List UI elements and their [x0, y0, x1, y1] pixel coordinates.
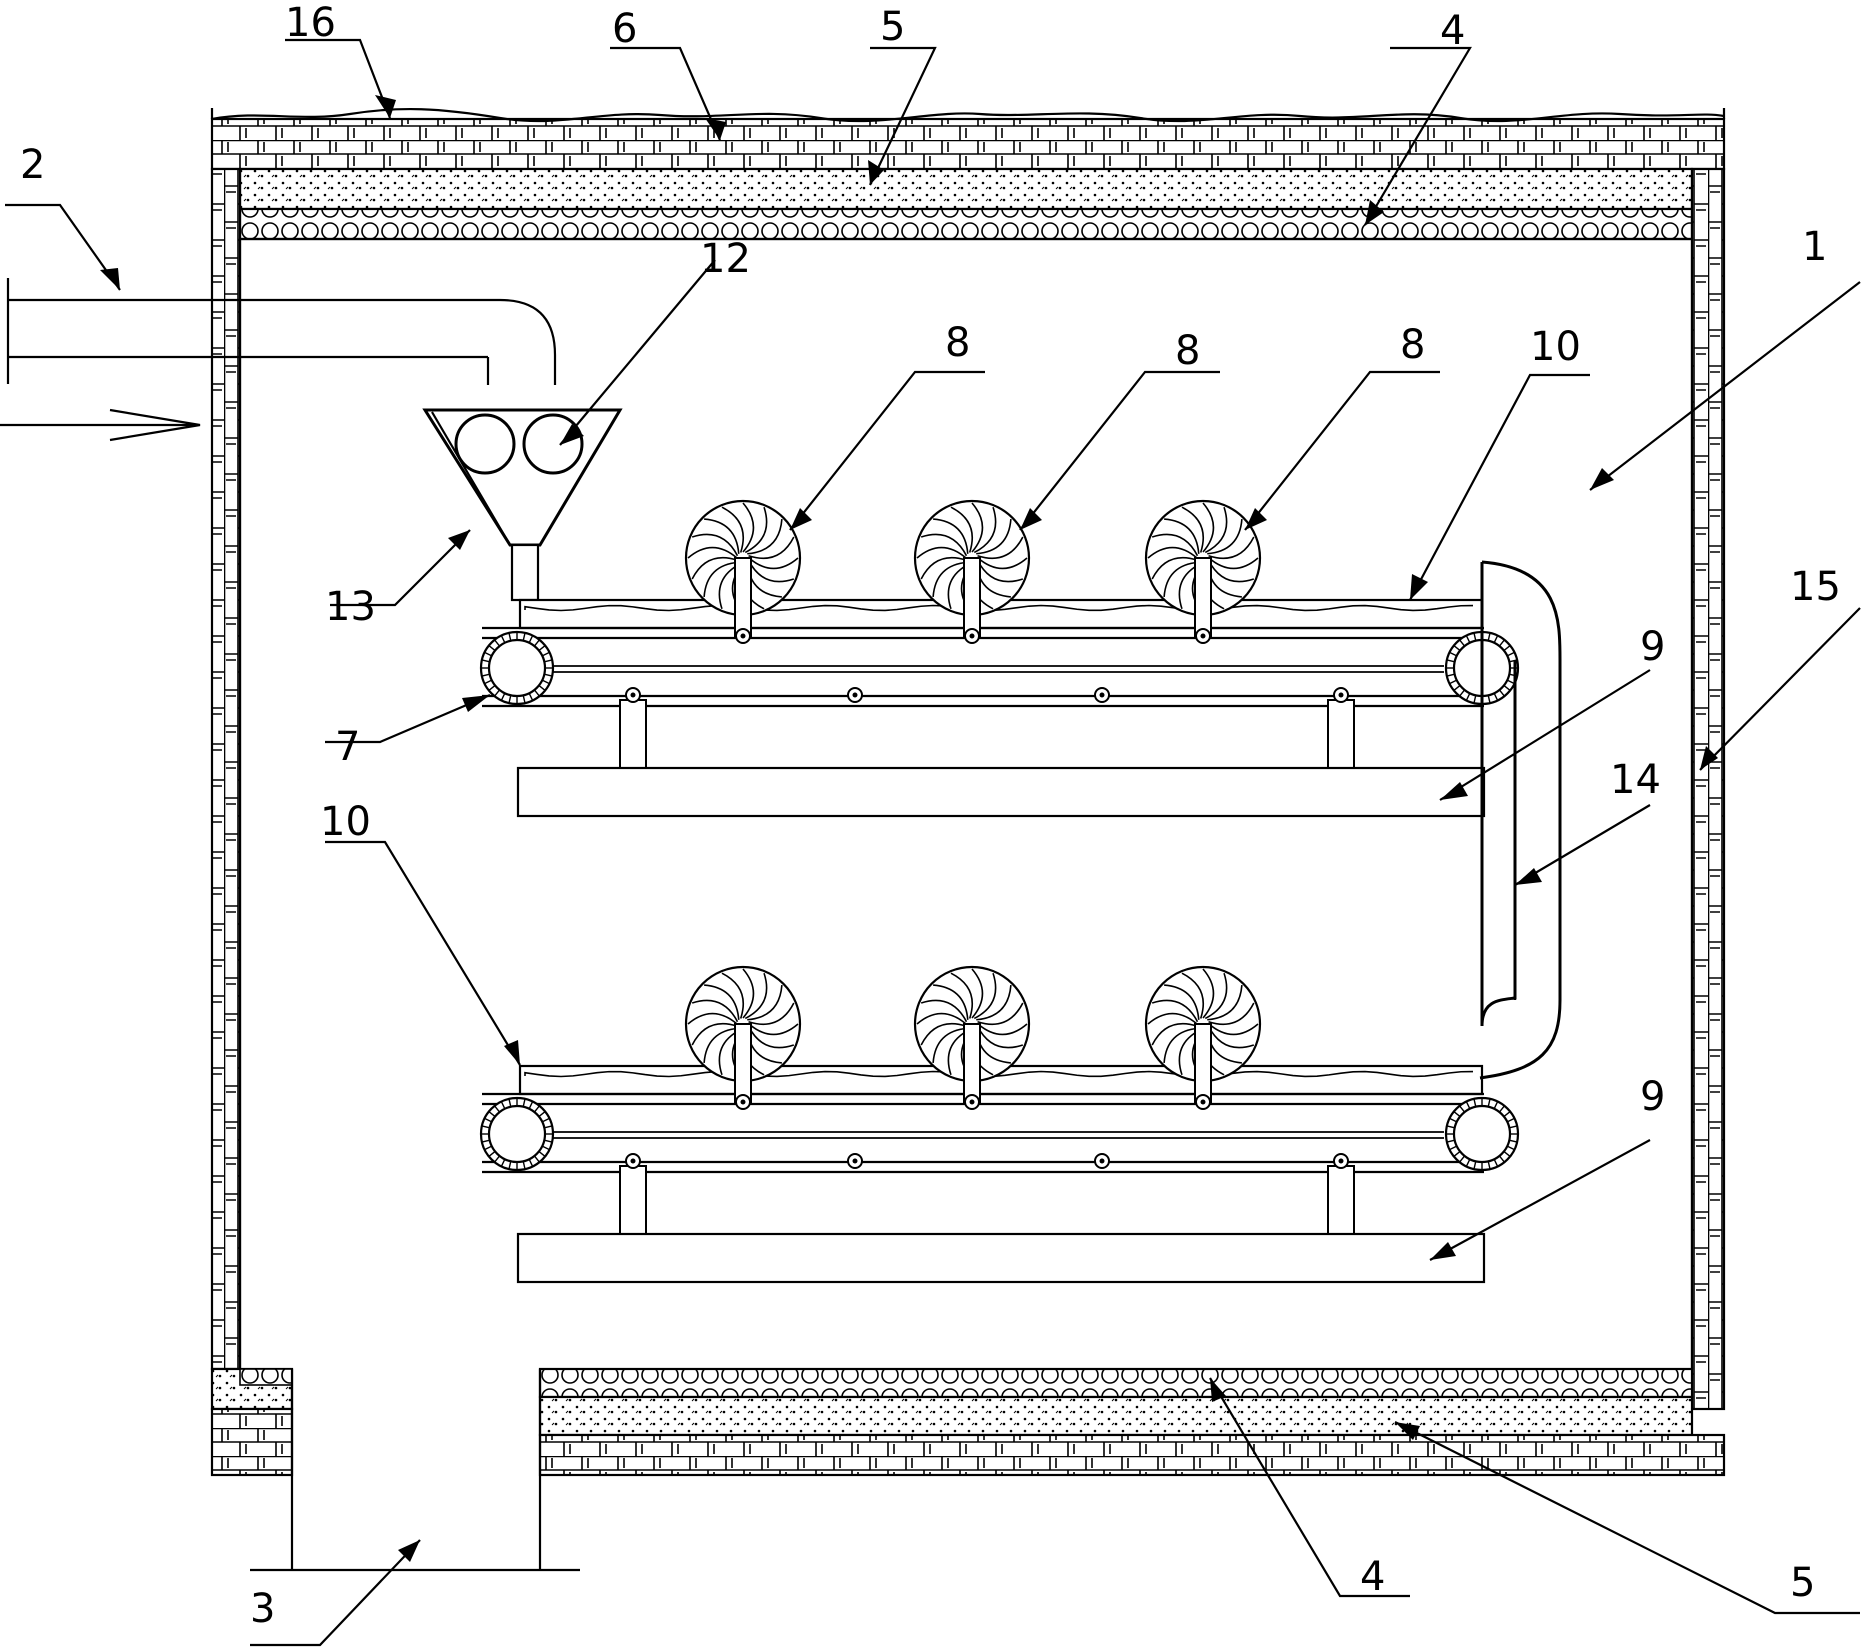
- conveyor-belt: [482, 1092, 1484, 1174]
- conveyor-belt: [482, 626, 1484, 708]
- support-leg: [619, 1165, 647, 1245]
- labels: 16 6 5 4 2 12 13 8 8 8 10 1 15 9 14 7 10…: [20, 0, 1841, 1632]
- label-15: 15: [1790, 564, 1841, 610]
- air-inlet-arrow: [0, 408, 201, 442]
- bottom-outer-brick-layer: [538, 1433, 1726, 1477]
- label-6: 6: [612, 6, 637, 52]
- top-insulation-layer: [238, 167, 1694, 211]
- label-2: 2: [20, 142, 45, 188]
- stirring-wheel: [913, 965, 1031, 1110]
- label-8-c: 8: [1400, 322, 1425, 368]
- stirring-wheel: [684, 499, 802, 644]
- label-5-top: 5: [880, 4, 905, 50]
- label-9-bottom: 9: [1640, 1074, 1665, 1120]
- conveyor-roller: [479, 1096, 555, 1172]
- label-7: 7: [335, 724, 360, 770]
- transfer-chute: [1479, 560, 1562, 1080]
- top-cover-wavy-line: [211, 107, 1725, 123]
- stirring-wheel: [1144, 965, 1262, 1110]
- label-13: 13: [325, 584, 376, 630]
- conveyor-roller: [1444, 1096, 1520, 1172]
- label-1: 1: [1802, 224, 1827, 270]
- conveyor-roller: [1444, 630, 1520, 706]
- lower-conveyor: [479, 965, 1520, 1284]
- feed-hopper: [422, 408, 623, 602]
- label-14: 14: [1610, 757, 1661, 803]
- base-frame: [516, 1232, 1486, 1284]
- support-leg: [619, 699, 647, 779]
- top-inner-layer: [238, 207, 1694, 241]
- label-8-a: 8: [945, 320, 970, 366]
- bottom-inner-layer: [538, 1367, 1694, 1399]
- bottom-insulation-layer: [538, 1395, 1694, 1437]
- top-outer-brick-layer: [210, 117, 1726, 171]
- label-3: 3: [250, 1586, 275, 1632]
- support-leg: [1327, 699, 1355, 779]
- left-wall: [210, 167, 242, 1371]
- support-leg: [1327, 1165, 1355, 1245]
- crushing-roller-right: [522, 413, 584, 475]
- callouts: [5, 38, 1861, 1647]
- base-frame: [516, 766, 1486, 818]
- label-4-top: 4: [1440, 8, 1465, 54]
- inlet-pipe: [0, 278, 557, 442]
- label-16: 16: [285, 0, 336, 46]
- label-12: 12: [700, 236, 751, 282]
- discharge-outlet: [250, 1369, 580, 1572]
- crushing-roller-left: [454, 413, 516, 475]
- housing: [210, 107, 1726, 1477]
- label-8-b: 8: [1175, 328, 1200, 374]
- label-9-top: 9: [1640, 624, 1665, 670]
- right-wall: [1690, 167, 1726, 1411]
- label-5-bottom: 5: [1790, 1560, 1815, 1606]
- material-tray: [518, 1064, 1484, 1096]
- stirring-wheel: [913, 499, 1031, 644]
- label-10-top: 10: [1530, 324, 1581, 370]
- conveyor-roller: [479, 630, 555, 706]
- upper-conveyor: [479, 499, 1520, 818]
- stirring-wheel: [684, 965, 802, 1110]
- label-10-bottom: 10: [320, 799, 371, 845]
- stirring-wheel: [1144, 499, 1262, 644]
- label-4-bottom: 4: [1360, 1554, 1385, 1600]
- callout-arrowheads: [100, 95, 1718, 1562]
